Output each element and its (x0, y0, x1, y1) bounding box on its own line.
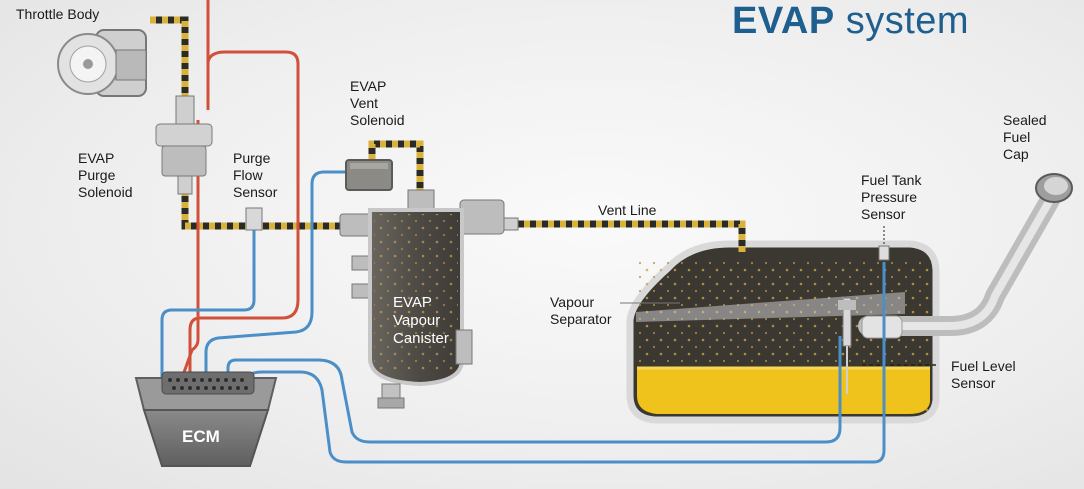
label-throttle-body: Throttle Body (16, 6, 100, 22)
purge-flow-sensor (245, 207, 263, 231)
purge-solenoid (155, 95, 213, 195)
sealed-fuel-cap (1035, 173, 1073, 203)
canister-label: EVAP Vapour Canister (393, 294, 449, 347)
power-wires-red (180, 0, 300, 379)
fuel-level (637, 368, 930, 414)
label-vapour-separator: Vapour Separator (550, 294, 612, 327)
evap-canister (339, 189, 505, 409)
ecm (134, 371, 278, 467)
vent-solenoid-hose (368, 140, 424, 192)
throttle-body (57, 29, 147, 97)
label-purge-flow-sensor: Purge Flow Sensor (233, 150, 278, 200)
vapour-separator (636, 292, 905, 322)
label-fuel-level-sensor: Fuel Level Sensor (951, 358, 1016, 391)
fuel-level-sensor (838, 297, 936, 394)
signal-wires-blue (160, 170, 886, 464)
label-sealed-fuel-cap: Sealed Fuel Cap (1003, 112, 1047, 162)
label-fuel-tank-pressure-sensor: Fuel Tank Pressure Sensor (861, 172, 922, 222)
page-title: EVAP system (732, 0, 969, 43)
label-vent-line: Vent Line (598, 202, 657, 218)
label-vent-solenoid: EVAP Vent Solenoid (350, 78, 405, 128)
title-bold: EVAP (732, 0, 835, 42)
label-purge-solenoid: EVAP Purge Solenoid (78, 150, 133, 200)
purge-hose (150, 16, 370, 230)
filler-neck (858, 190, 1060, 339)
tank-pressure-sensor (878, 226, 890, 261)
vent-solenoid (345, 159, 393, 191)
title-rest: system (845, 0, 970, 42)
ecm-label: ECM (182, 427, 220, 446)
